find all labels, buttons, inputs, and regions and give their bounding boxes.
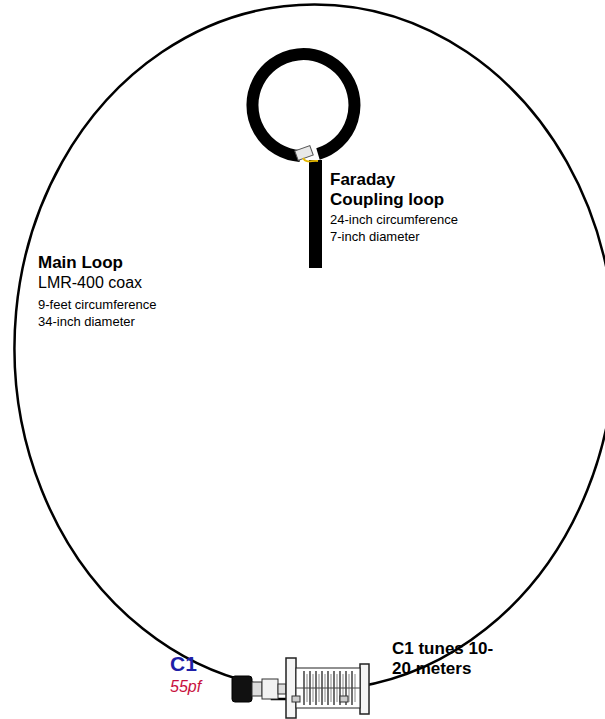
capacitor-designator: C1 xyxy=(170,652,197,677)
main-loop xyxy=(15,4,605,687)
main-loop-diameter: 34-inch diameter xyxy=(38,314,135,329)
coupling-circumference: 24-inch circumference xyxy=(330,212,458,227)
main-loop-cable: LMR-400 coax xyxy=(38,274,142,293)
coupling-diameter: 7-inch diameter xyxy=(330,229,420,244)
coupling-wire xyxy=(303,158,318,161)
coupling-feed-coax xyxy=(309,160,322,268)
main-loop-circumference: 9-feet circumference xyxy=(38,297,157,312)
capacitor-value: 55pf xyxy=(170,678,201,697)
tuning-range-note: C1 tunes 10-20 meters xyxy=(392,639,504,679)
variable-capacitor xyxy=(232,658,369,718)
coupling-loop xyxy=(252,54,354,156)
coupling-loop-title: Faraday Coupling loop xyxy=(330,170,452,210)
main-loop-title: Main Loop xyxy=(38,253,123,273)
